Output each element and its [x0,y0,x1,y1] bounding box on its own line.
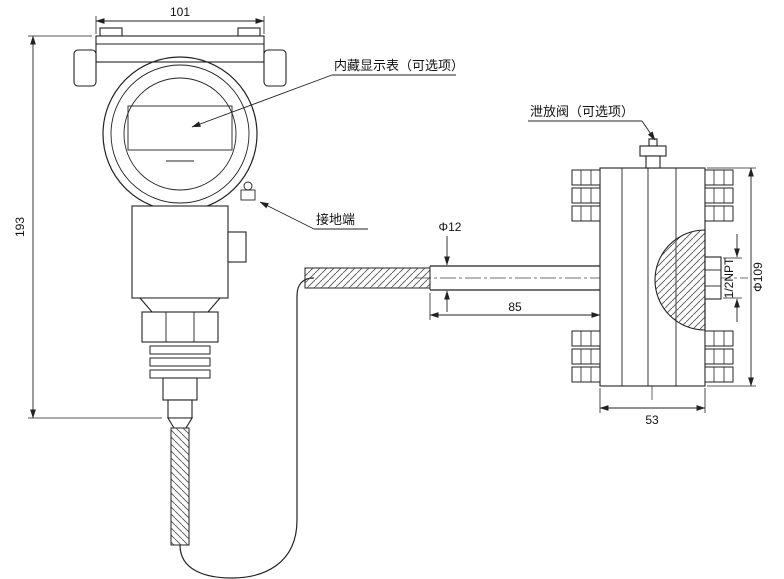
display-window [127,105,233,151]
dim-probe-diameter: Φ12 [439,220,462,312]
dim-text-85: 85 [508,300,522,314]
dim-body-height: 193 [13,35,162,419]
process-plug [704,256,722,300]
dim-text-phi12: Φ12 [439,220,462,234]
diaphragm-cavity [654,229,706,331]
cap-lug-right [263,49,287,87]
dim-text-phi109: Φ109 [751,262,765,292]
flange-assembly [571,138,734,387]
callout-ground: 接地端 [259,201,368,230]
dim-probe-length: 85 [429,293,601,320]
window-ring [123,77,237,191]
callout-vent: 泄放阀（可选项） [528,104,656,141]
cap-tab-left [99,27,123,37]
dim-text-53: 53 [645,413,659,427]
gland-tip [167,399,193,419]
dim-text-npt: 1/2NPT [722,257,736,298]
hex-fitting [141,311,219,343]
cable-exit-taper [167,417,193,429]
dim-process-thread: 1/2NPT [722,234,742,322]
callout-display-label: 内藏显示表（可选项） [334,58,464,73]
cap-lug-left [73,49,97,87]
housing-bezel-ring [110,64,250,204]
housing-body [131,205,229,299]
dim-text-101: 101 [170,5,190,19]
transmitter-head [73,27,287,429]
dim-text-193: 193 [13,217,27,237]
callout-display: 内藏显示表（可选项） [191,58,464,128]
cap-tab-right [237,27,261,37]
vent-valve [639,138,667,169]
callout-ground-label: 接地端 [316,212,355,227]
housing-outer-ring [102,56,258,212]
ground-terminal [240,181,256,201]
strain-relief-discs [149,345,211,379]
cable-loop [179,277,315,579]
cable-coil-horizontal [304,267,431,289]
top-cap [95,35,265,63]
cable-gland [162,377,198,401]
dim-cap-width: 101 [95,5,265,34]
conduit-boss [227,231,247,263]
callout-vent-label: 泄放阀（可选项） [530,104,634,119]
reducer-cone [138,297,222,313]
dim-flange-diameter: Φ109 [707,167,765,387]
dim-flange-thickness: 53 [599,388,706,427]
cable-coil-vertical [170,427,190,546]
